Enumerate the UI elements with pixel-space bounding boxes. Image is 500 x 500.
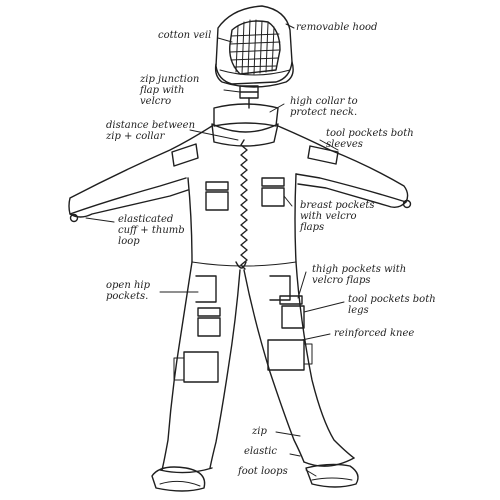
label-elastic: elastic xyxy=(244,446,278,457)
label-zip-junction: zip junction flap with velcro xyxy=(140,74,200,107)
thigh-pockets xyxy=(197,295,305,337)
leader-lines xyxy=(85,23,345,477)
knee-patches xyxy=(183,339,305,383)
hood xyxy=(214,5,294,88)
label-elasticated-cuff: elasticated cuff + thumb loop xyxy=(118,214,185,247)
breast-pockets xyxy=(205,177,285,211)
label-distance-zip-collar: distance between zip + collar xyxy=(106,120,196,142)
label-breast-pockets: breast pockets with velcro flaps xyxy=(300,200,375,233)
label-open-hip-pockets: open hip pockets. xyxy=(106,280,150,302)
label-thigh-pockets: thigh pockets with velcro flaps xyxy=(312,264,407,286)
label-high-collar: high collar to protect neck. xyxy=(290,96,358,118)
label-foot-loops: foot loops xyxy=(238,466,288,477)
label-tool-pockets-legs: tool pockets both legs xyxy=(348,294,436,316)
sleeve-pockets xyxy=(171,143,339,167)
veil-mesh xyxy=(229,19,281,75)
label-reinforced-knee: reinforced knee xyxy=(334,328,415,339)
collar xyxy=(211,103,279,147)
label-cotton-veil: cotton veil xyxy=(158,30,212,41)
label-removable-hood: removable hood xyxy=(296,22,378,33)
leg-tool-pockets xyxy=(173,343,313,381)
label-zip: zip xyxy=(252,426,267,437)
center-zip xyxy=(240,139,248,270)
suit-body xyxy=(68,125,412,492)
hip-pockets xyxy=(195,275,291,303)
label-tool-pockets-sleeves: tool pockets both sleeves xyxy=(326,128,414,150)
